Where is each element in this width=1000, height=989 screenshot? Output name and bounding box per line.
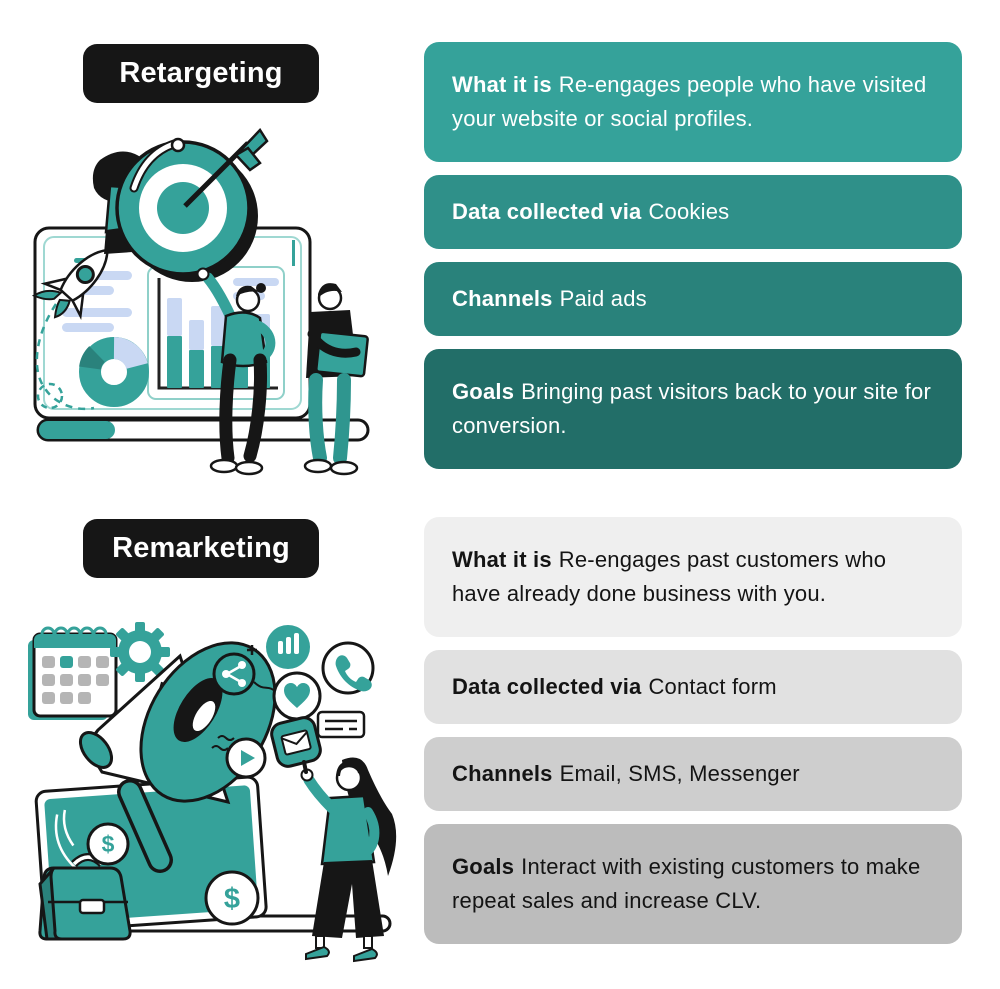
section-title-remarketing: Remarketing xyxy=(83,519,319,578)
briefcase-icon xyxy=(38,853,132,941)
dashed-trail xyxy=(35,303,95,411)
megaphone-icon xyxy=(78,641,277,873)
card-body: Paid ads xyxy=(559,285,647,311)
share-icon xyxy=(212,652,256,696)
card-body: Cookies xyxy=(648,198,730,224)
svg-text:$: $ xyxy=(224,883,240,915)
chart-circle-icon xyxy=(266,625,310,669)
card-body: Contact form xyxy=(648,673,777,699)
card-title: Channels xyxy=(452,285,553,311)
card-title: What it is xyxy=(452,546,552,572)
standing-woman xyxy=(300,757,397,963)
laptop-base xyxy=(36,418,370,442)
envelope-icon xyxy=(270,716,322,768)
retargeting-illustration xyxy=(22,127,400,483)
card-title: Goals xyxy=(452,378,515,404)
dollar-coin: $ xyxy=(204,870,260,926)
card-body: Email, SMS, Messenger xyxy=(559,760,800,786)
calendar-icon xyxy=(28,626,118,720)
card-body: Re-engages people who have visited your … xyxy=(452,71,927,131)
card-body: Interact with existing customers to make… xyxy=(452,853,921,913)
card-body: Re-engages past customers who have alrea… xyxy=(452,546,887,606)
card-title: Data collected via xyxy=(452,198,642,224)
comment-icon xyxy=(316,710,366,739)
dollar-coin: $ xyxy=(86,822,130,866)
section-title-retargeting: Retargeting xyxy=(83,44,319,103)
rocket-icon xyxy=(31,248,109,320)
donut-chart xyxy=(79,337,149,407)
remarketing-illustration: $ $ xyxy=(12,612,400,972)
pointing-man xyxy=(196,267,276,476)
target-icon xyxy=(115,140,258,282)
card-title: What it is xyxy=(452,71,552,97)
phone-icon xyxy=(321,641,375,695)
sparkle-icon xyxy=(247,645,257,655)
dart-icon xyxy=(183,127,269,208)
gear-icon xyxy=(110,622,170,682)
card-title: Goals xyxy=(452,853,515,879)
card-title: Channels xyxy=(452,760,553,786)
svg-text:$: $ xyxy=(102,831,115,857)
heart-icon xyxy=(272,671,322,721)
card-title: Data collected via xyxy=(452,673,642,699)
play-icon xyxy=(225,737,267,779)
card-body: Bringing past visitors back to your site… xyxy=(452,378,932,438)
man-holding-box xyxy=(303,283,369,476)
reaching-arm xyxy=(129,137,186,193)
